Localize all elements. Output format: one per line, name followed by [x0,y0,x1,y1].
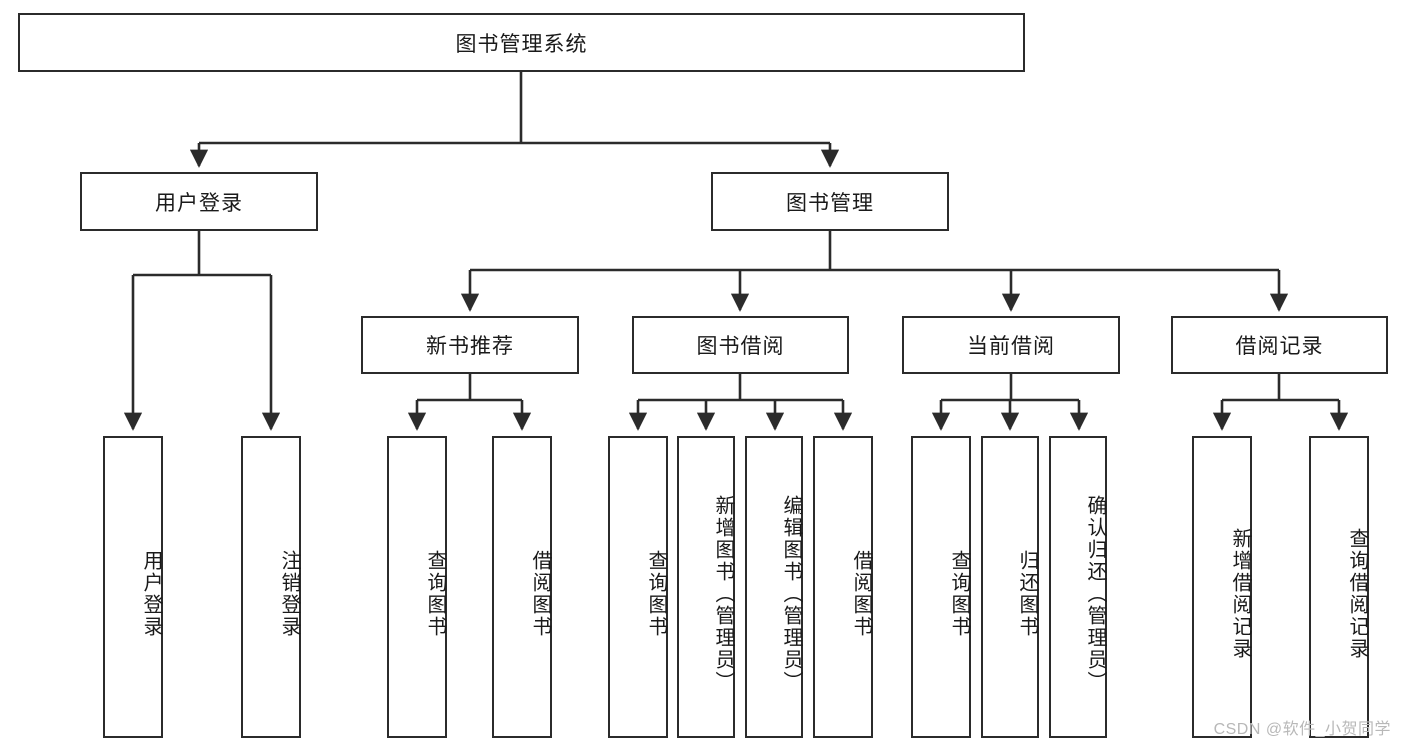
leaf-book-borrow-4-label: 借阅图书 [850,550,872,638]
leaf-user-login-2-label: 注销登录 [278,550,300,638]
leaf-book-borrow-3-label: 编辑图书（管理员） [780,495,802,693]
leaf-user-login-1[interactable]: 用户登录 [103,436,163,738]
leaf-new-book-2[interactable]: 借阅图书 [492,436,552,738]
leaf-book-borrow-1[interactable]: 查询图书 [608,436,668,738]
leaf-current-borrow-2[interactable]: 归还图书 [981,436,1039,738]
leaf-borrow-record-1[interactable]: 新增借阅记录 [1192,436,1252,738]
leaf-new-book-1-label: 查询图书 [424,550,446,638]
node-root-label: 图书管理系统 [455,32,588,56]
node-new-book-recommend[interactable]: 新书推荐 [361,316,579,374]
node-borrow-record-label: 借阅记录 [1235,335,1324,358]
leaf-book-borrow-2[interactable]: 新增图书（管理员） [677,436,735,738]
leaf-new-book-1[interactable]: 查询图书 [387,436,447,738]
leaf-current-borrow-1[interactable]: 查询图书 [911,436,971,738]
leaf-borrow-record-2-label: 查询借阅记录 [1346,528,1368,660]
node-current-borrow-label: 当前借阅 [967,335,1055,358]
leaf-current-borrow-3-label: 确认归还（管理员） [1084,495,1106,693]
leaf-new-book-2-label: 借阅图书 [529,550,551,638]
node-borrow-record[interactable]: 借阅记录 [1171,316,1388,374]
leaf-borrow-record-1-label: 新增借阅记录 [1229,528,1251,660]
node-current-borrow[interactable]: 当前借阅 [902,316,1120,374]
leaf-user-login-1-label: 用户登录 [140,550,162,638]
leaf-book-borrow-1-label: 查询图书 [645,550,667,638]
leaf-current-borrow-3[interactable]: 确认归还（管理员） [1049,436,1107,738]
node-book-manage[interactable]: 图书管理 [711,172,949,231]
node-book-borrow-label: 图书借阅 [696,335,785,358]
leaf-book-borrow-2-label: 新增图书（管理员） [712,495,734,693]
node-root[interactable]: 图书管理系统 [18,13,1025,72]
node-user-login-label: 用户登录 [155,191,243,215]
watermark-text: CSDN @软件_小贺同学 [1213,721,1391,738]
leaf-current-borrow-1-label: 查询图书 [948,550,970,638]
leaf-book-borrow-4[interactable]: 借阅图书 [813,436,873,738]
node-book-borrow[interactable]: 图书借阅 [632,316,849,374]
leaf-user-login-2[interactable]: 注销登录 [241,436,301,738]
node-book-manage-label: 图书管理 [786,191,874,215]
leaf-current-borrow-2-label: 归还图书 [1016,550,1038,638]
leaf-book-borrow-3[interactable]: 编辑图书（管理员） [745,436,803,738]
node-new-book-recommend-label: 新书推荐 [426,335,514,358]
leaf-borrow-record-2[interactable]: 查询借阅记录 [1309,436,1369,738]
node-user-login[interactable]: 用户登录 [80,172,318,231]
